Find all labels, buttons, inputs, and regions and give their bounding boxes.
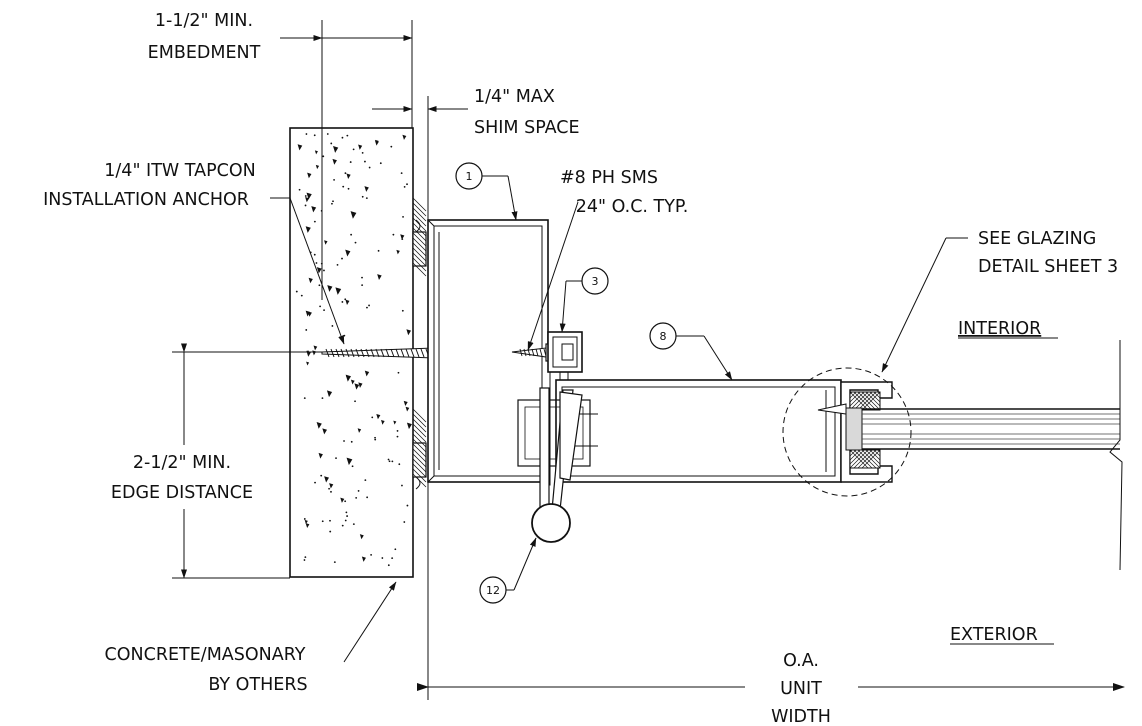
- oa-label-line3: WIDTH: [771, 707, 831, 726]
- glazing-label-line1: SEE GLAZING: [978, 229, 1096, 249]
- svg-text:3: 3: [592, 275, 599, 288]
- sms-label-line2: 24" O.C. TYP.: [576, 197, 689, 217]
- snap-clip: [547, 331, 583, 380]
- overall-width-dimension: O.A. UNIT WIDTH: [417, 651, 1125, 726]
- embedment-dimension: 1-1/2" MIN. EMBEDMENT: [148, 11, 413, 300]
- shim-blocks: [412, 197, 427, 490]
- anchor-label-line2: INSTALLATION ANCHOR: [43, 190, 249, 210]
- embedment-label-line2: EMBEDMENT: [148, 43, 261, 63]
- svg-text:1: 1: [466, 170, 473, 183]
- bubble-12: 12: [479, 537, 537, 604]
- edge-label-line2: EDGE DISTANCE: [111, 483, 253, 503]
- shim-label-line2: SHIM SPACE: [474, 118, 580, 138]
- edge-label-line1: 2-1/2" MIN.: [133, 453, 231, 473]
- bubble-8: 8: [649, 322, 733, 381]
- sash-rail: [555, 379, 842, 483]
- bubble-3: 3: [559, 267, 609, 333]
- concrete-callout: CONCRETE/MASONARY BY OTHERS: [105, 581, 397, 695]
- shim-label-line1: 1/4" MAX: [474, 87, 555, 107]
- embedment-label-line1: 1-1/2" MIN.: [155, 11, 253, 31]
- edge-distance-dimension: 2-1/2" MIN. EDGE DISTANCE: [100, 343, 322, 579]
- glazing-label-line2: DETAIL SHEET 3: [978, 257, 1118, 277]
- exterior-label: EXTERIOR: [950, 625, 1038, 645]
- oa-label-line1: O.A.: [783, 651, 819, 671]
- concrete-label-line2: BY OTHERS: [208, 675, 307, 695]
- glazing-detail-callout: SEE GLAZING DETAIL SHEET 3: [782, 229, 1118, 497]
- oa-label-line2: UNIT: [780, 679, 822, 699]
- sms-label-line1: #8 PH SMS: [560, 168, 658, 188]
- interior-label: INTERIOR: [958, 319, 1041, 339]
- glazing-pocket: [817, 381, 893, 483]
- bubble-1: 1: [455, 162, 518, 221]
- insulated-glass: [862, 340, 1123, 571]
- concrete-label-line1: CONCRETE/MASONARY: [105, 645, 306, 665]
- svg-text:8: 8: [660, 330, 667, 343]
- svg-text:12: 12: [486, 584, 500, 597]
- operator-handle: [531, 387, 583, 543]
- tapcon-anchor: 1/4" ITW TAPCON INSTALLATION ANCHOR: [43, 161, 445, 363]
- anchor-label-line1: 1/4" ITW TAPCON: [104, 161, 255, 181]
- concrete-speckle-hatch: [295, 133, 412, 567]
